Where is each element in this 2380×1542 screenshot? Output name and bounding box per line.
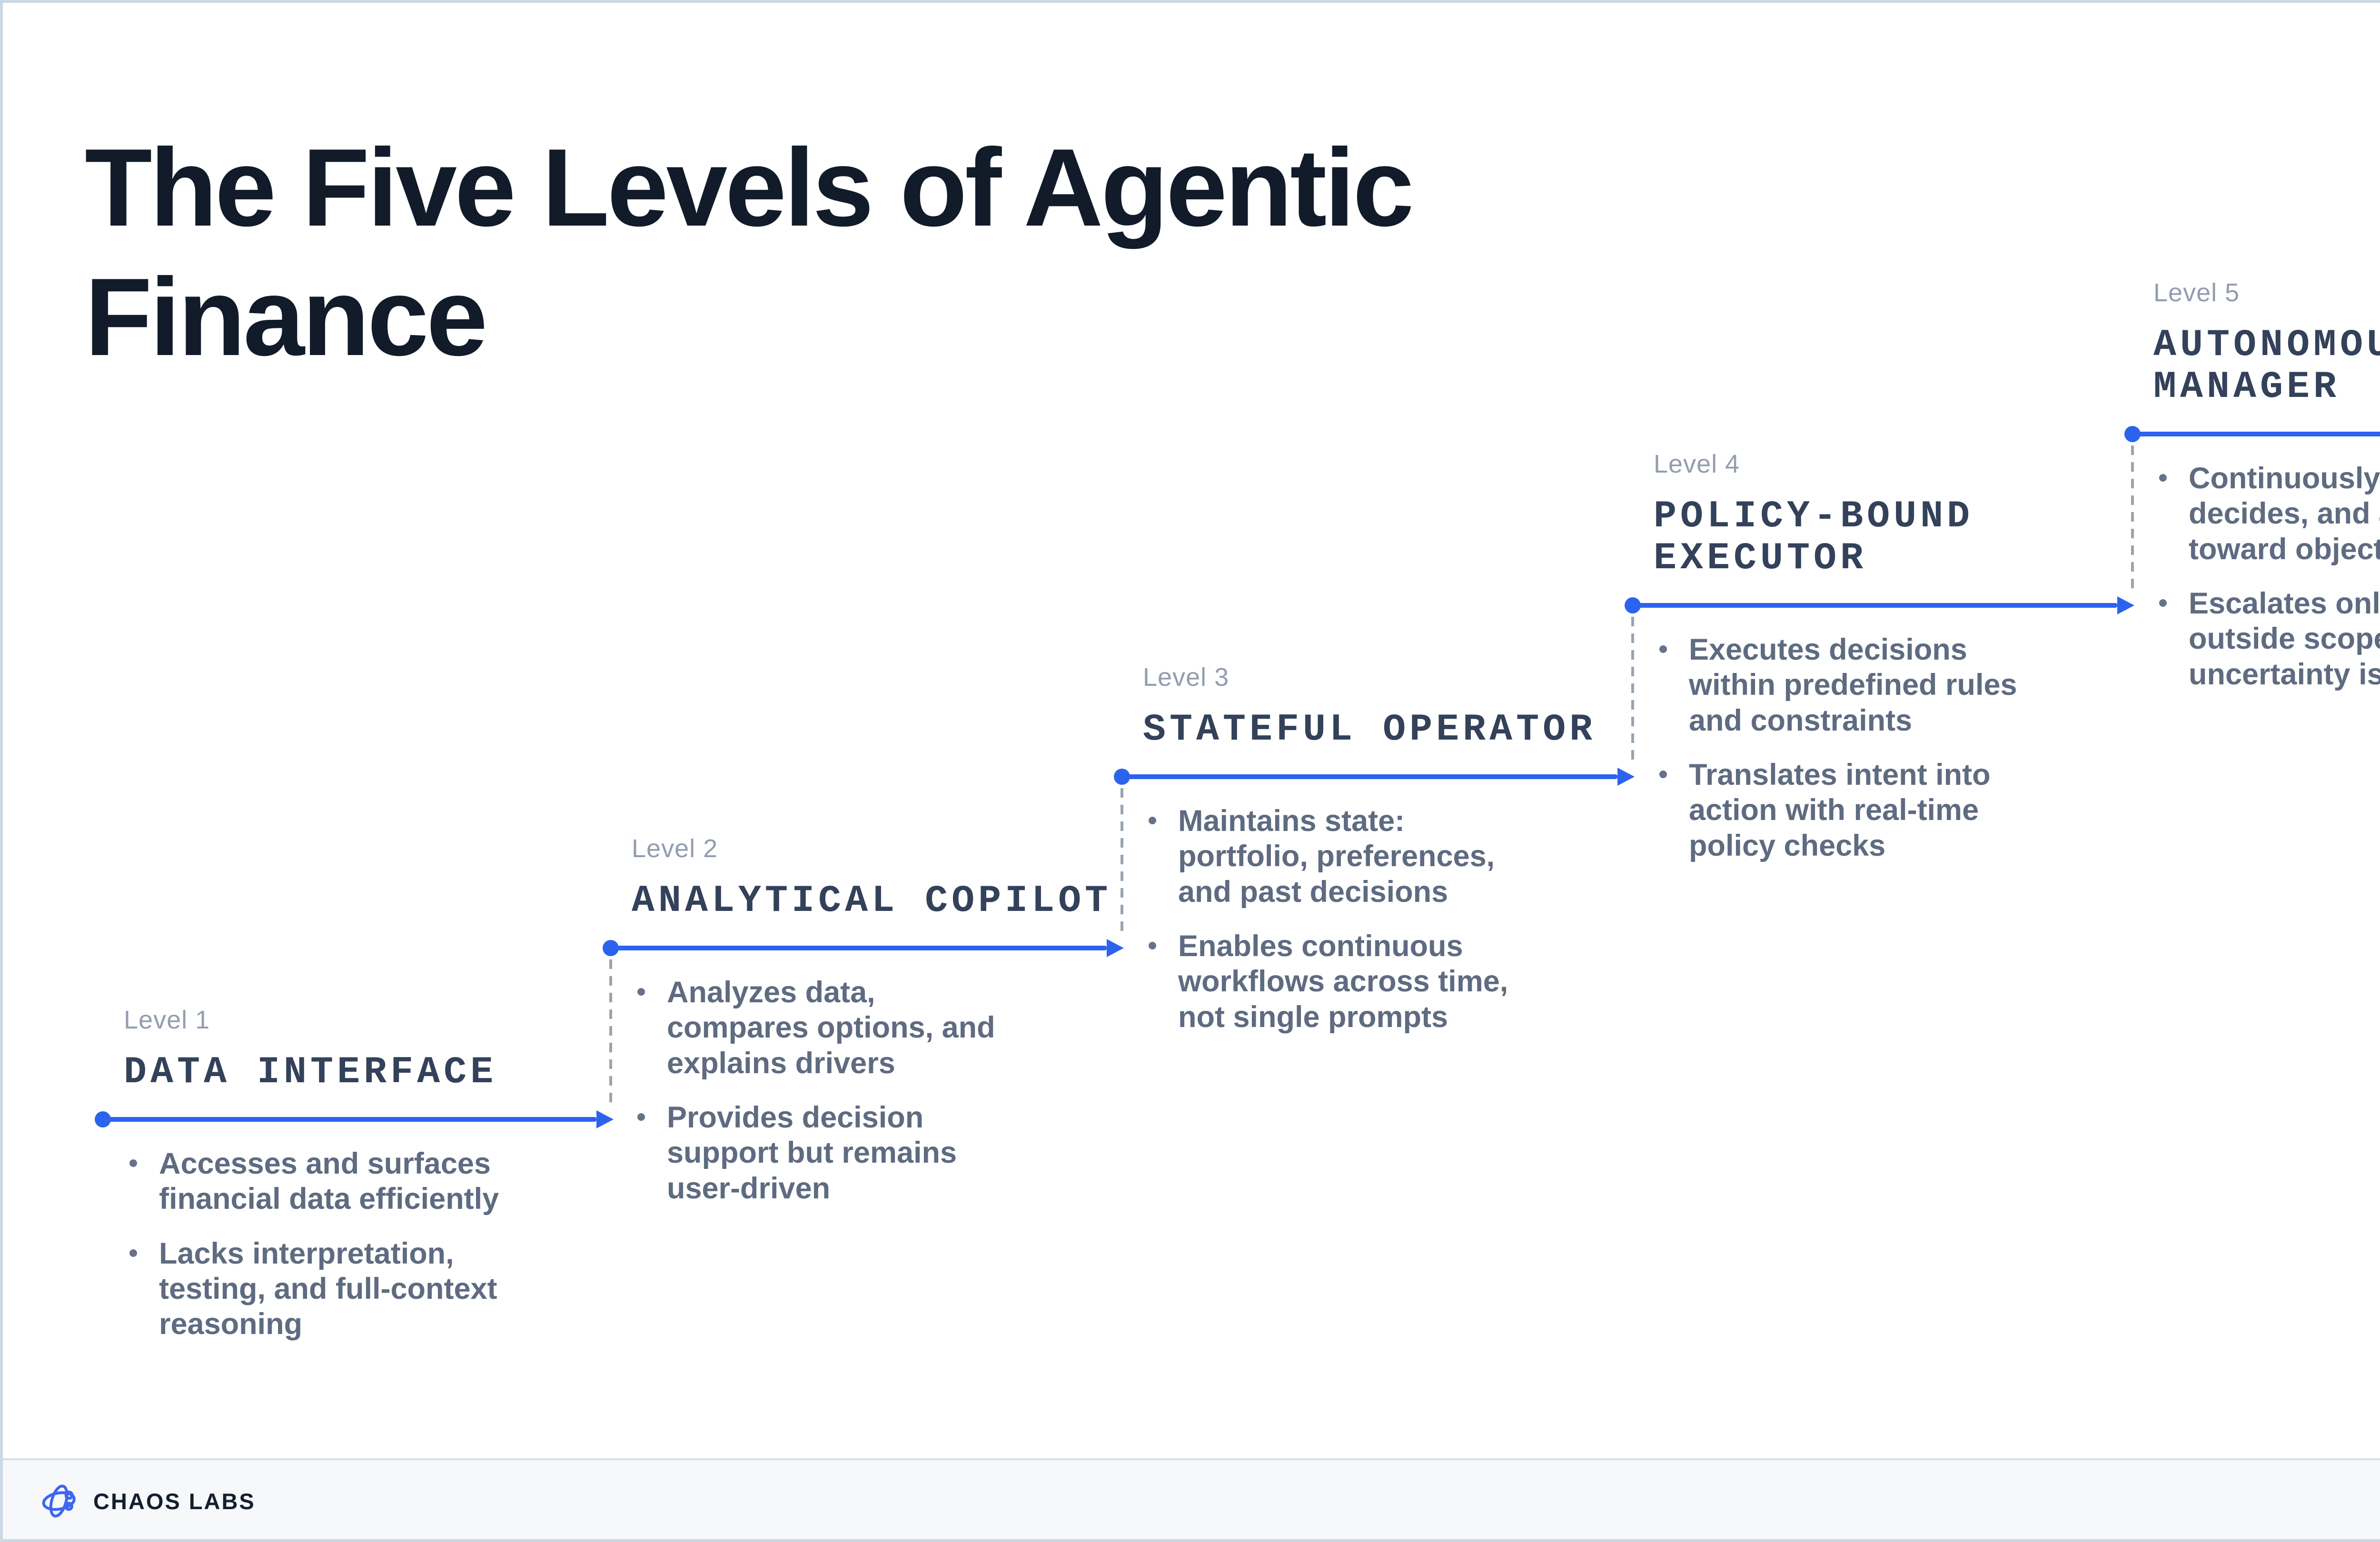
- level-bullets: Continuously monitors, decides, and acts…: [2153, 461, 2380, 692]
- bullet-item: Executes decisions within predefined rul…: [1654, 632, 2044, 738]
- slide-title: The Five Levels of Agentic Finance: [85, 126, 1414, 379]
- footer-bar: CHAOS LABS: [0, 1458, 2380, 1542]
- level-heading: ANALYTICAL COPILOT: [632, 880, 1112, 923]
- step-connector-dashed: [2131, 445, 2134, 594]
- bullet-item: Escalates only when outside scope or unc…: [2153, 586, 2380, 692]
- arrow-line: [616, 946, 1107, 950]
- level-label: Level 5: [2153, 278, 2240, 307]
- arrow-dot-icon: [603, 940, 619, 956]
- chaos-labs-logo-icon: [42, 1484, 76, 1518]
- step-connector-dashed: [1121, 788, 1123, 937]
- bullet-item: Lacks interpretation, testing, and full-…: [124, 1236, 514, 1342]
- arrow-dot-icon: [1114, 769, 1130, 785]
- level-header: Level 4 POLICY-BOUND EXECUTOR: [1654, 451, 2001, 580]
- arrow-dot-icon: [95, 1111, 111, 1127]
- level-heading: DATA INTERFACE: [124, 1051, 497, 1094]
- arrow-dot-icon: [2124, 426, 2141, 442]
- arrow-head-icon: [2117, 596, 2134, 614]
- level-bullets: Accesses and surfaces financial data eff…: [124, 1146, 514, 1342]
- arrow-dot-icon: [1625, 597, 1641, 613]
- bullet-item: Maintains state: portfolio, preferences,…: [1143, 803, 1533, 909]
- step-connector-dashed: [1631, 617, 1634, 765]
- level-header: Level 5 AUTONOMOUS MANAGER: [2153, 280, 2380, 408]
- arrow-head-icon: [1617, 768, 1635, 786]
- level-header: Level 1 DATA INTERFACE: [124, 1007, 619, 1094]
- bullet-item: Enables continuous workflows across time…: [1143, 929, 1533, 1035]
- footer-brand: CHAOS LABS: [93, 1488, 256, 1514]
- arrow-line: [1128, 774, 1617, 779]
- level-label: Level 3: [1143, 663, 1230, 692]
- bullet-item: Accesses and surfaces financial data eff…: [124, 1146, 514, 1217]
- level-label: Level 1: [124, 1006, 210, 1034]
- level-heading: POLICY-BOUND EXECUTOR: [1654, 495, 1974, 580]
- level-label: Level 2: [632, 834, 718, 863]
- level-label: Level 4: [1654, 450, 1740, 478]
- level-heading: STATEFUL OPERATOR: [1143, 708, 1597, 751]
- level-bullets: Maintains state: portfolio, preferences,…: [1143, 803, 1533, 1035]
- arrow-line: [109, 1117, 596, 1122]
- step-connector-dashed: [609, 959, 612, 1108]
- level-header: Level 2 ANALYTICAL COPILOT: [632, 836, 1127, 922]
- bullet-item: Analyzes data, compares options, and exp…: [632, 975, 1022, 1081]
- bullet-item: Translates intent into action with real-…: [1654, 757, 2044, 863]
- bullet-item: Provides decision support but remains us…: [632, 1100, 1022, 1206]
- level-bullets: Executes decisions within predefined rul…: [1654, 632, 2044, 863]
- level-heading: AUTONOMOUS MANAGER: [2153, 324, 2380, 409]
- level-bullets: Analyzes data, compares options, and exp…: [632, 975, 1022, 1206]
- arrow-line: [2138, 432, 2380, 436]
- arrow-line: [1638, 603, 2117, 608]
- bullet-item: Continuously monitors, decides, and acts…: [2153, 461, 2380, 567]
- level-header: Level 3 STATEFUL OPERATOR: [1143, 664, 1638, 751]
- arrow-head-icon: [596, 1110, 614, 1128]
- arrow-head-icon: [1107, 939, 1124, 957]
